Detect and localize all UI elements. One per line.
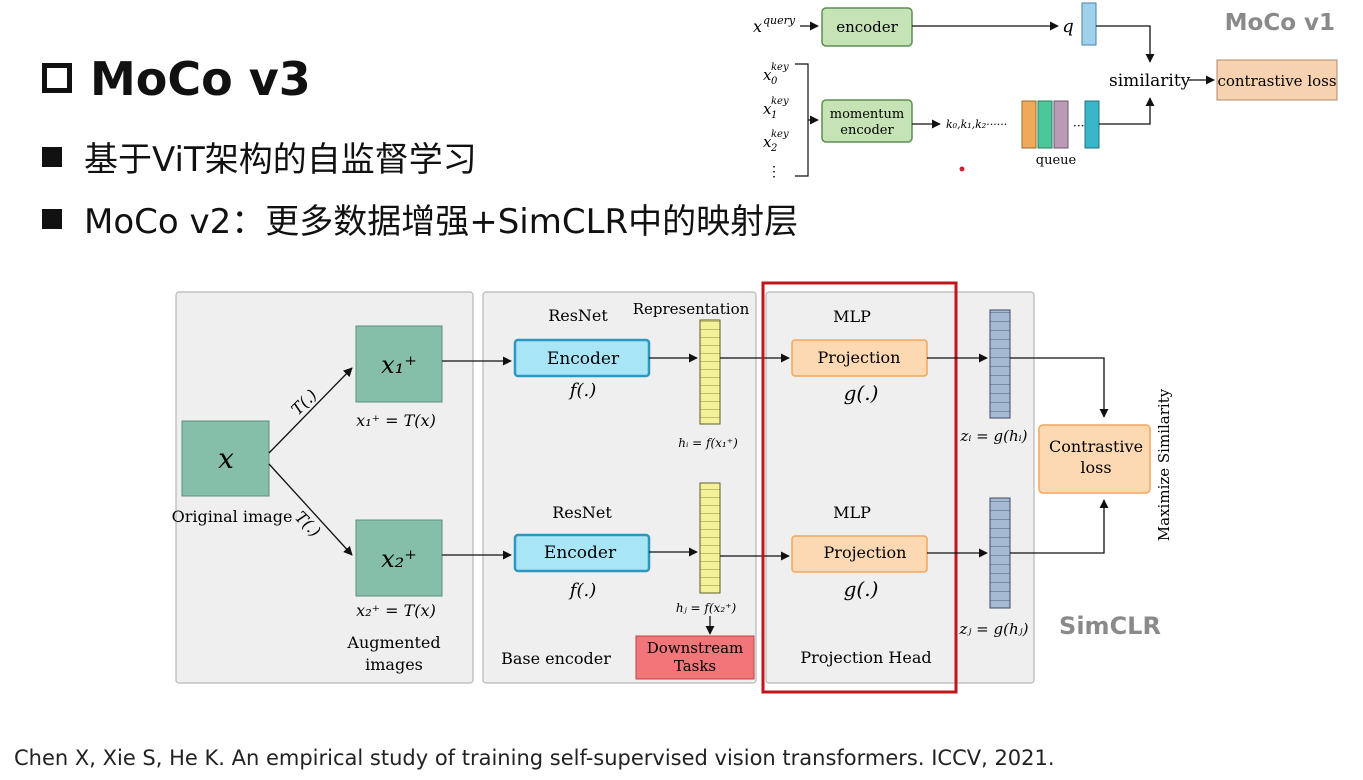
svg-text:2: 2 [770,143,777,154]
query-sup: query [763,14,796,27]
zj-vector [989,497,1011,609]
mlp-top: MLP [833,307,871,326]
svg-text:1: 1 [771,110,777,121]
hollow-square-icon [42,63,72,93]
f-top: f(.) [568,380,596,401]
encoder-bottom-label: Encoder [544,543,617,563]
x-label: x [218,442,234,475]
projection-head-label: Projection Head [800,648,931,667]
queue-label: queue [1036,153,1077,168]
momentum-encoder-box [821,99,913,143]
maximize-similarity-label: Maximize Similarity [1155,388,1173,541]
contrastive-label-2: loss [1080,458,1111,477]
red-dot [959,166,965,172]
simclr-label: SimCLR [1059,612,1161,640]
projection-bottom [791,535,928,573]
zj-label: zⱼ = g(hⱼ) [959,620,1029,638]
g-bottom: g(.) [844,577,879,601]
svg-text:x: x [763,66,772,84]
svg-text:···: ··· [1073,119,1084,133]
original-image-label: Original image [172,507,293,526]
moco-v1-diagram: x query encoder q similarity contrastive… [753,2,1338,180]
svg-text:⋮: ⋮ [767,164,781,180]
panel-base-encoder [482,291,757,684]
svg-text:key: key [771,62,789,73]
simclr-contrastive-loss-box [1038,424,1151,494]
f-bottom: f(.) [568,580,596,601]
bullet-1: 基于ViT架构的自监督学习 [42,132,477,181]
g-top: g(.) [844,381,879,405]
original-image-box [181,420,270,497]
x2-box [355,519,443,597]
svg-text:key: key [771,129,789,140]
mlp-bottom: MLP [833,503,871,522]
augmented-label-1: Augmented [346,633,440,652]
queue-vectors: ··· [1021,100,1100,149]
contrastive-loss-label: contrastive loss [1217,72,1336,90]
moco-v1-label: MoCo v1 [1225,10,1335,36]
slide-title: MoCo v3 [42,52,311,106]
square-bullet-icon [42,209,62,229]
hi-vector [699,319,721,425]
key-inputs: x key 0 x key 1 x key 2 ⋮ [763,62,789,180]
citation: Chen X, Xie S, He K. An empirical study … [14,746,1055,770]
x1-label: x₁⁺ [381,351,417,379]
simclr-diagram: x Original image T(.) T(.) x₁⁺ x₁⁺ = T(x… [172,281,1173,694]
encoder-top-label: Encoder [547,349,620,369]
momentum-encoder-label-2: encoder [840,123,894,138]
moco-encoder-label: encoder [836,18,898,36]
downstream-tasks-box [635,635,755,680]
contrastive-label-1: Contrastive [1049,437,1143,456]
downstream-label-2: Tasks [674,657,716,675]
hj-label: hⱼ = f(x₂⁺) [676,601,737,615]
highlight-box [761,281,958,694]
panel-projection-head [765,291,1035,684]
hj-vector [699,482,721,594]
q-label: q [1062,16,1074,37]
similarity-label: similarity [1109,71,1191,91]
bullet-2: MoCo v2：更多数据增强+SimCLR中的映射层 [42,194,798,243]
x2-eq: x₂⁺ = T(x) [356,601,436,620]
q-vector [1081,2,1097,46]
augmented-label-2: images [365,655,423,674]
downstream-label-1: Downstream [647,639,744,657]
svg-text:key: key [771,96,789,107]
encoder-bottom [513,533,651,573]
base-encoder-label: Base encoder [501,649,611,668]
svg-text:x: x [763,133,772,151]
x2-label: x₂⁺ [381,545,417,573]
resnet-bottom: ResNet [552,503,612,522]
keys-label: k₀,k₁,k₂······ [946,118,1007,131]
svg-text:x: x [763,100,772,118]
x1-eq: x₁⁺ = T(x) [356,411,436,430]
square-bullet-icon [42,147,62,167]
contrastive-loss-box [1216,59,1338,101]
resnet-top: ResNet [548,306,608,325]
x1-box [355,325,443,403]
svg-text:0: 0 [771,76,778,87]
zi-label: zᵢ = g(hᵢ) [959,427,1027,445]
zi-vector [989,309,1011,419]
hi-label: hᵢ = f(x₁⁺) [678,436,738,450]
projection-top-label: Projection [818,348,901,367]
representation-label: Representation [633,300,750,318]
moco-encoder-box [821,7,913,47]
projection-bottom-label: Projection [824,543,907,562]
query-x: x [753,17,762,36]
momentum-encoder-label-1: momentum [830,107,904,122]
